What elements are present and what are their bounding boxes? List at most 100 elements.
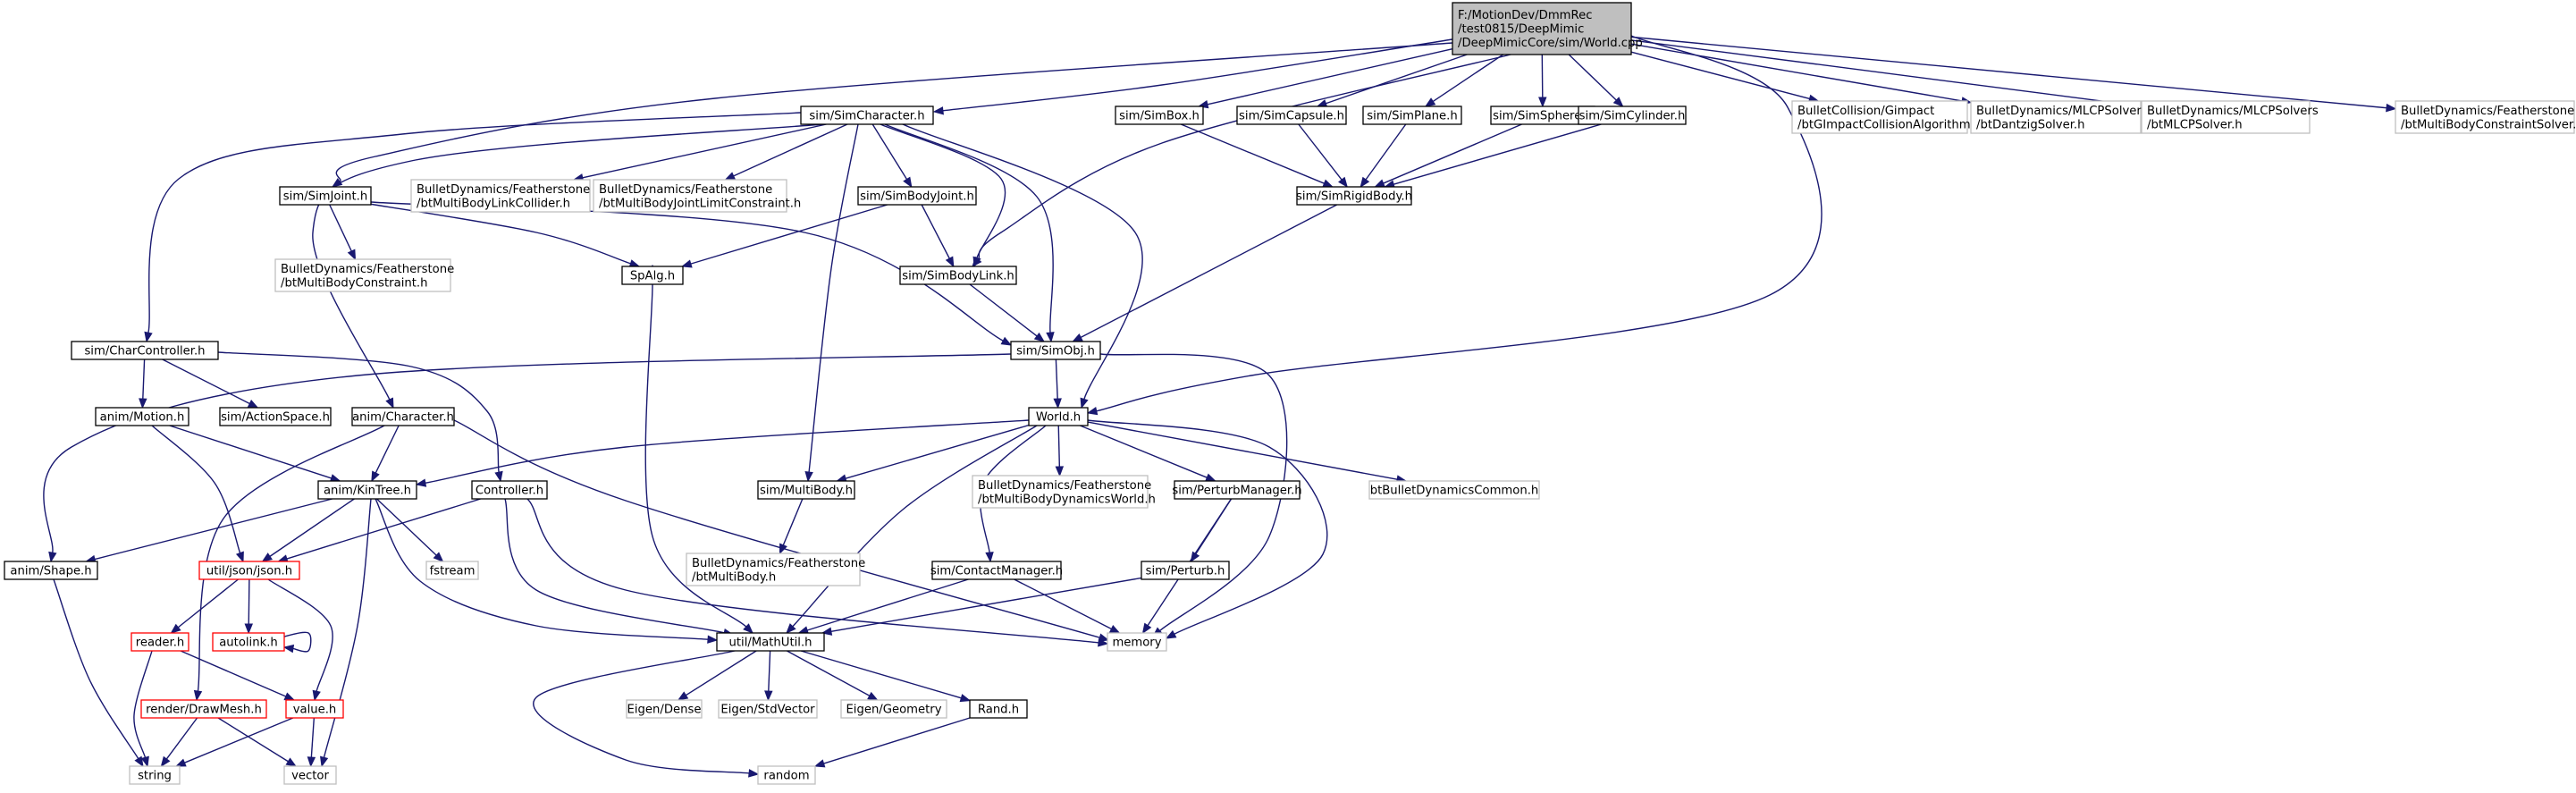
node-box [95, 407, 189, 426]
arrowhead [48, 551, 57, 563]
arrowhead [347, 249, 357, 261]
node-label-line: /btMultiBodyJointLimitConstraint.h [599, 197, 801, 210]
edge-line [582, 123, 827, 179]
node-perturbmanager[interactable]: sim/PerturbManager.h [1172, 480, 1302, 500]
node-simrigidbody[interactable]: sim/SimRigidBody.h [1296, 186, 1412, 206]
node-label-line: vector [291, 770, 329, 783]
node-simjoint[interactable]: sim/SimJoint.h [279, 186, 372, 206]
edge-worldh-to-btcommon [1087, 421, 1408, 484]
node-label-line: sim/Perturb.h [1146, 565, 1225, 578]
node-label-line: Eigen/Geometry [846, 704, 941, 717]
node-simcylinder[interactable]: sim/SimCylinder.h [1578, 105, 1687, 125]
node-reader[interactable]: reader.h [130, 632, 189, 652]
arrowhead [144, 331, 153, 343]
edge-line [1055, 359, 1058, 400]
node-multibody[interactable]: sim/MultiBody.h [757, 480, 855, 500]
node-simcharacter[interactable]: sim/SimCharacter.h [800, 105, 934, 125]
node-worldh[interactable]: World.h [1028, 407, 1089, 426]
node-drawmesh[interactable]: render/DrawMesh.h [140, 699, 267, 719]
edge-motion-to-kintree [169, 425, 341, 483]
arrowhead [433, 552, 444, 562]
node-label-line: memory [1112, 637, 1161, 650]
edge-rand-to-random [813, 717, 971, 768]
node-actionspace[interactable]: sim/ActionSpace.h [219, 407, 332, 426]
node-simcapsule[interactable]: sim/SimCapsule.h [1236, 105, 1347, 125]
node-rand[interactable]: Rand.h [969, 699, 1028, 719]
node-simplane[interactable]: sim/SimPlane.h [1362, 105, 1462, 125]
node-mbconstraintsolver: BulletDynamics/Featherstone/btMultiBodyC… [2395, 100, 2576, 134]
edge-line [375, 425, 400, 474]
arrowhead [283, 692, 296, 701]
edge-line [1365, 123, 1407, 181]
node-box [686, 553, 861, 586]
node-mathutil[interactable]: util/MathUtil.h [716, 632, 825, 652]
node-simobj[interactable]: sim/SimObj.h [1010, 341, 1101, 360]
node-perturb[interactable]: sim/Perturb.h [1141, 561, 1230, 580]
node-mbdworld: BulletDynamics/Featherstone/btMultiBodyD… [972, 475, 1156, 509]
node-simbodyjoint[interactable]: sim/SimBodyJoint.h [857, 186, 977, 206]
edge-line [184, 717, 294, 763]
node-box [1028, 407, 1089, 426]
arrowhead [1055, 466, 1065, 477]
node-json[interactable]: util/json/json.h [198, 561, 300, 580]
arrowhead [932, 106, 944, 115]
arrowhead [2386, 103, 2397, 113]
edge-line [787, 650, 871, 696]
node-box [718, 699, 818, 719]
node-jointlimit: BulletDynamics/Featherstone/btMultiBodyJ… [593, 179, 801, 213]
edge-line [800, 650, 962, 699]
node-shape[interactable]: anim/Shape.h [4, 561, 98, 580]
node-simbodylink[interactable]: sim/SimBodyLink.h [899, 266, 1017, 285]
node-valueh[interactable]: value.h [285, 699, 344, 719]
node-controller[interactable]: Controller.h [471, 480, 548, 500]
arrowhead [1374, 179, 1385, 188]
node-mbconstraint: BulletDynamics/Featherstone/btMultiBodyC… [274, 258, 454, 292]
arrowhead [1033, 332, 1046, 342]
node-eigendense: Eigen/Dense [626, 699, 703, 719]
edge-line [177, 578, 239, 628]
edge-kintree-to-mathutil [371, 492, 719, 644]
arrowhead [1080, 397, 1089, 409]
node-label-line: Controller.h [476, 485, 543, 498]
arrowhead [1338, 176, 1349, 189]
edge-kintree-to-json [261, 498, 355, 562]
edge-line [142, 359, 146, 400]
edge-line [147, 110, 831, 333]
arrowhead [371, 470, 380, 483]
edge-world_cpp-to-simsphere [1538, 54, 1547, 108]
node-world_cpp[interactable]: F:/MotionDev/DmmRec/test0815/DeepMimic/D… [1452, 2, 1643, 55]
node-label-line: BulletDynamics/Featherstone [978, 479, 1151, 493]
arrowhead [1205, 473, 1216, 482]
edge-line [269, 498, 355, 557]
node-motion[interactable]: anim/Motion.h [95, 407, 189, 426]
node-label-line: /btGImpactCollisionAlgorithm.h [1797, 118, 1982, 131]
edge-line [871, 123, 908, 180]
edge-line [969, 283, 1038, 337]
edge-simcharacter-to-multibody [804, 113, 861, 483]
edge-line [1432, 54, 1504, 103]
node-box [972, 475, 1149, 509]
node-spalg[interactable]: SpAlg.h [621, 266, 684, 285]
node-box [1578, 105, 1687, 125]
edge-autolink-to-autolink [282, 631, 312, 654]
node-simbox[interactable]: sim/SimBox.h [1115, 105, 1204, 125]
edge-contactmanager-to-memory [1014, 578, 1121, 634]
node-character[interactable]: anim/Character.h [351, 407, 455, 426]
arrowhead [235, 551, 244, 563]
node-kintree[interactable]: anim/KinTree.h [317, 480, 417, 500]
arrowhead [282, 644, 295, 654]
edge-simbox-to-simrigidbody [1180, 123, 1334, 188]
edge-shape-to-string [50, 571, 144, 768]
node-label-line: value.h [293, 704, 337, 717]
node-label-line: sim/SimBodyLink.h [902, 270, 1014, 283]
node-autolink[interactable]: autolink.h [212, 632, 285, 652]
arrowhead [1141, 622, 1152, 635]
node-contactmanager[interactable]: sim/ContactManager.h [930, 561, 1063, 580]
edge-line [50, 571, 139, 759]
arrowhead [140, 755, 149, 768]
node-label-line: sim/SimObj.h [1016, 345, 1095, 359]
node-charcontroller[interactable]: sim/CharController.h [71, 341, 219, 360]
arrowhead [743, 623, 753, 634]
edge-simjoint-to-mbconstraint [329, 204, 357, 261]
arrowhead [1322, 179, 1334, 188]
